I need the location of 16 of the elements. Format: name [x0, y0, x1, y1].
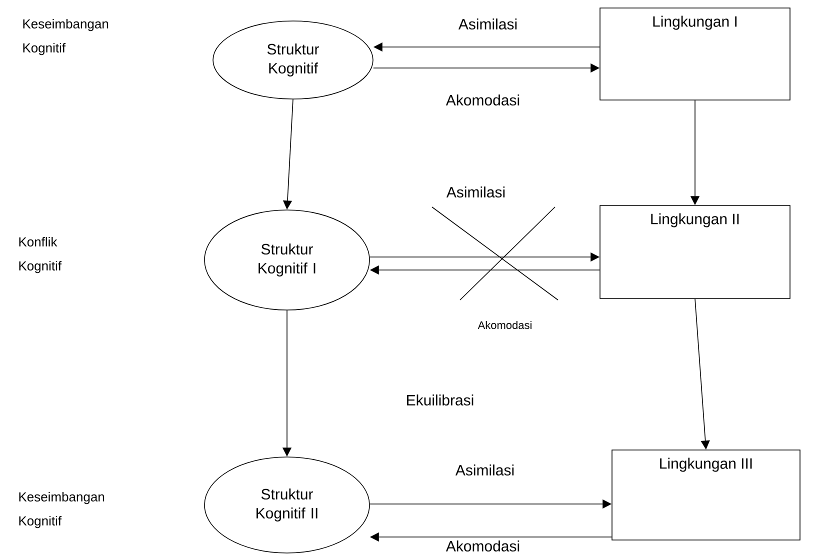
edge-label: Asimilasi — [458, 18, 517, 30]
state-label: Keseimbangan Kognitif — [19, 492, 104, 528]
edge-label: Asimilasi — [446, 186, 505, 198]
ellipse-node: Struktur Kognitif I — [204, 210, 370, 310]
state-label: Konflik Kognitif — [19, 236, 62, 274]
edge-label: Akomodasi — [446, 94, 520, 106]
edge-label: Akomodasi — [478, 320, 532, 330]
ellipse-node: Struktur Kognitif — [212, 20, 374, 100]
text-box: Lingkungan III — [612, 450, 800, 540]
text-box: Lingkungan I — [600, 8, 790, 100]
edge-label: Asimilasi — [455, 464, 514, 476]
stage-label: Ekuilibrasi — [407, 394, 474, 406]
text-box: Lingkungan II — [600, 205, 790, 299]
ellipse-node: Struktur Kognitif II — [204, 456, 370, 554]
state-label: Keseimbangan Kognitif — [23, 18, 108, 56]
edge-label: Akomodasi — [446, 540, 520, 552]
